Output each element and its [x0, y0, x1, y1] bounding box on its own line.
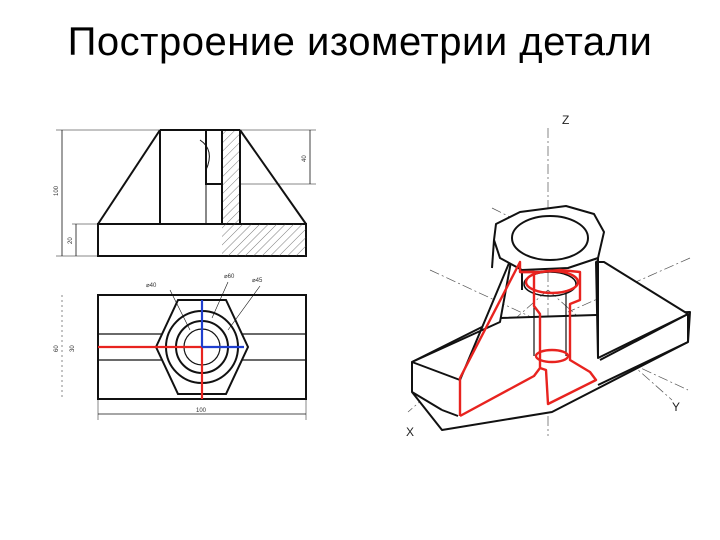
front-section-hatch — [222, 224, 306, 256]
axis-label-y: Y — [672, 400, 680, 414]
iso-hex-edge-left — [491, 239, 495, 269]
iso-base-bottom-left — [411, 391, 443, 411]
front-left-slope — [97, 129, 161, 225]
centerline-1 — [429, 269, 689, 391]
iso-base-bottom — [441, 409, 459, 417]
axis-label-x: X — [406, 425, 414, 439]
front-hidden-arc — [199, 139, 210, 171]
axis-label-z: Z — [562, 113, 569, 127]
axis-y-line — [547, 289, 673, 401]
front-counterbore — [205, 130, 222, 185]
front-right-slope — [239, 129, 307, 225]
leader-d3 — [227, 285, 261, 331]
iso-cut-counterbore-ring — [524, 269, 580, 295]
isometric-part — [411, 205, 691, 431]
slide-title: Построение изометрии детали — [67, 20, 653, 64]
dim-text-d2: ⌀60 — [224, 274, 235, 280]
dim-text-d1: ⌀40 — [146, 283, 157, 289]
iso-bore-top — [511, 215, 589, 261]
dim-text-side2: 30 — [70, 345, 76, 352]
dim-text-right: 40 — [302, 155, 308, 162]
top-view — [61, 281, 307, 420]
dim-text-base-height: 20 — [68, 237, 74, 244]
dim-text-side: 60 — [54, 345, 60, 352]
front-wall-hatch — [222, 130, 240, 224]
dim-text-d3: ⌀45 — [252, 278, 263, 284]
isometric-cut — [458, 260, 598, 418]
iso-right-slope — [595, 261, 689, 359]
iso-base-right-bottom — [597, 341, 689, 386]
leader-d1 — [169, 289, 191, 331]
centerline-3 — [567, 257, 691, 313]
dim-text-length: 100 — [196, 408, 207, 414]
dim-text-total-height: 100 — [54, 185, 60, 196]
iso-cut-bore-bottom — [534, 348, 570, 364]
leader-d2 — [211, 281, 229, 319]
front-view — [56, 129, 316, 257]
